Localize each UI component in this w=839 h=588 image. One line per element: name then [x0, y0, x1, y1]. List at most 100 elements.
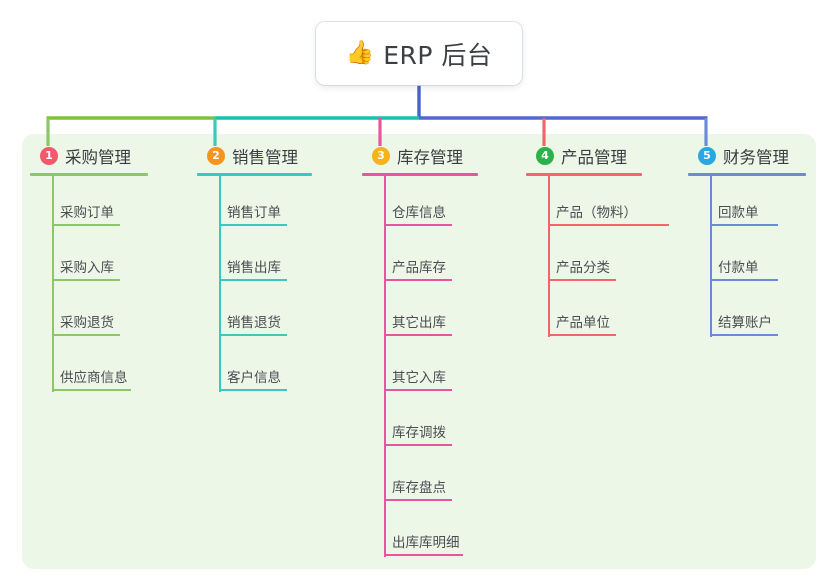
leaf-item[interactable]: 客户信息: [197, 341, 312, 396]
branch-items-1: 采购订单采购入库采购退货供应商信息: [30, 176, 148, 396]
branch-title-2: 销售管理: [232, 148, 298, 167]
leaf-underline: [52, 224, 120, 226]
leaf-label: 采购入库: [60, 260, 114, 276]
leaf-label: 产品（物料）: [556, 205, 637, 221]
leaf-underline: [52, 334, 120, 336]
branch-items-3: 仓库信息产品库存其它出库其它入库库存调拨库存盘点出库库明细: [362, 176, 478, 561]
branch-header-2[interactable]: 2 销售管理: [197, 144, 312, 168]
branch-badge-2: 2: [207, 147, 225, 165]
leaf-underline: [219, 279, 287, 281]
leaf-label: 库存调拨: [392, 425, 446, 441]
leaf-underline: [548, 224, 669, 226]
leaf-underline: [384, 389, 452, 391]
branch-spine-1: [52, 176, 55, 392]
leaf-underline: [384, 334, 452, 336]
leaf-item[interactable]: 库存盘点: [362, 451, 478, 506]
branch-items-2: 销售订单销售出库销售退货客户信息: [197, 176, 312, 396]
leaf-label: 付款单: [718, 260, 759, 276]
leaf-item[interactable]: 产品分类: [526, 231, 642, 286]
leaf-label: 出库库明细: [392, 535, 460, 551]
leaf-underline: [219, 224, 287, 226]
branch-column-5: 5 财务管理回款单付款单结算账户: [688, 144, 806, 341]
leaf-item[interactable]: 结算账户: [688, 286, 806, 341]
leaf-label: 采购订单: [60, 205, 114, 221]
branch-badge-1: 1: [40, 147, 58, 165]
leaf-underline: [384, 444, 452, 446]
leaf-label: 产品单位: [556, 315, 610, 331]
branch-header-1[interactable]: 1 采购管理: [30, 144, 148, 168]
branch-badge-4: 4: [536, 147, 554, 165]
root-node-content: 👍 ERP 后台: [346, 36, 493, 72]
leaf-label: 其它出库: [392, 315, 446, 331]
branch-header-4[interactable]: 4 产品管理: [526, 144, 642, 168]
leaf-item[interactable]: 其它入库: [362, 341, 478, 396]
leaf-underline: [384, 279, 452, 281]
leaf-item[interactable]: 产品库存: [362, 231, 478, 286]
branch-title-5: 财务管理: [723, 148, 789, 167]
branch-column-3: 3 库存管理仓库信息产品库存其它出库其它入库库存调拨库存盘点出库库明细: [362, 144, 478, 561]
branch-rule-3: [362, 173, 478, 176]
leaf-label: 其它入库: [392, 370, 446, 386]
leaf-item[interactable]: 其它出库: [362, 286, 478, 341]
leaf-underline: [710, 224, 778, 226]
leaf-underline: [384, 499, 452, 501]
leaf-label: 采购退货: [60, 315, 114, 331]
leaf-item[interactable]: 采购退货: [30, 286, 148, 341]
leaf-label: 销售订单: [227, 205, 281, 221]
leaf-label: 库存盘点: [392, 480, 446, 496]
leaf-underline: [710, 334, 778, 336]
leaf-item[interactable]: 仓库信息: [362, 176, 478, 231]
leaf-item[interactable]: 采购入库: [30, 231, 148, 286]
branch-title-1: 采购管理: [65, 148, 131, 167]
leaf-underline: [548, 279, 616, 281]
leaf-label: 供应商信息: [60, 370, 128, 386]
branch-rule-4: [526, 173, 642, 176]
branch-title-4: 产品管理: [561, 148, 627, 167]
branch-title-3: 库存管理: [397, 148, 463, 167]
leaf-underline: [52, 389, 131, 391]
leaf-underline: [219, 334, 287, 336]
branch-spine-3: [384, 176, 387, 557]
branch-rule-1: [30, 173, 148, 176]
root-node-card[interactable]: 👍 ERP 后台: [316, 22, 522, 85]
branches-background-panel: [22, 134, 816, 569]
leaf-label: 销售退货: [227, 315, 281, 331]
branch-column-4: 4 产品管理产品（物料） 产品分类产品单位: [526, 144, 669, 341]
branch-badge-5: 5: [698, 147, 716, 165]
branch-items-5: 回款单付款单结算账户: [688, 176, 806, 341]
leaf-underline: [384, 554, 463, 556]
leaf-underline: [52, 279, 120, 281]
branch-badge-3: 3: [372, 147, 390, 165]
branch-items-4: 产品（物料） 产品分类产品单位: [526, 176, 669, 341]
thumbs-up-icon: 👍: [345, 40, 375, 66]
leaf-underline: [548, 334, 616, 336]
leaf-item[interactable]: 供应商信息: [30, 341, 148, 396]
page-title: ERP 后台: [383, 40, 493, 70]
branch-column-2: 2 销售管理销售订单销售出库销售退货客户信息: [197, 144, 312, 396]
leaf-label: 产品分类: [556, 260, 610, 276]
leaf-item[interactable]: 采购订单: [30, 176, 148, 231]
leaf-item[interactable]: 回款单: [688, 176, 806, 231]
leaf-label: 结算账户: [718, 315, 772, 331]
leaf-item[interactable]: 产品（物料）: [526, 176, 669, 231]
leaf-label: 产品库存: [392, 260, 446, 276]
branch-spine-2: [219, 176, 222, 392]
leaf-label: 仓库信息: [392, 205, 446, 221]
leaf-underline: [384, 224, 452, 226]
branch-column-1: 1 采购管理采购订单采购入库采购退货供应商信息: [30, 144, 148, 396]
leaf-underline: [710, 279, 778, 281]
leaf-item[interactable]: 销售订单: [197, 176, 312, 231]
leaf-item[interactable]: 付款单: [688, 231, 806, 286]
leaf-item[interactable]: 销售退货: [197, 286, 312, 341]
leaf-label: 回款单: [718, 205, 759, 221]
leaf-item[interactable]: 库存调拨: [362, 396, 478, 451]
leaf-item[interactable]: 销售出库: [197, 231, 312, 286]
branch-header-5[interactable]: 5 财务管理: [688, 144, 806, 168]
leaf-label: 客户信息: [227, 370, 281, 386]
leaf-item[interactable]: 产品单位: [526, 286, 642, 341]
branch-header-3[interactable]: 3 库存管理: [362, 144, 478, 168]
leaf-item[interactable]: 出库库明细: [362, 506, 478, 561]
leaf-label: 销售出库: [227, 260, 281, 276]
branch-rule-5: [688, 173, 806, 176]
